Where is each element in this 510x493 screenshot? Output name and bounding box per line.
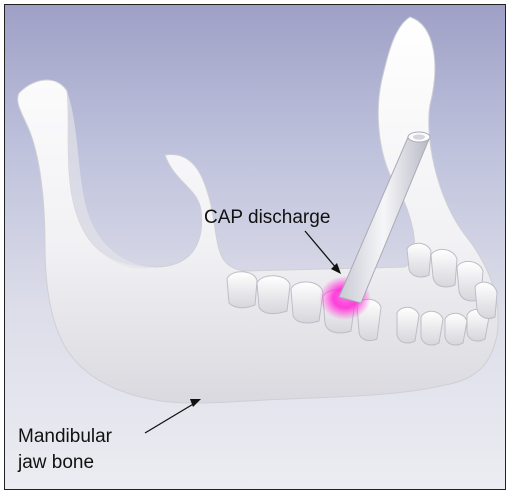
cap-discharge-arrow bbox=[305, 231, 341, 274]
mandibular-arrow bbox=[145, 399, 201, 433]
tooth bbox=[475, 282, 497, 318]
cap-discharge-label: CAP discharge bbox=[204, 205, 330, 230]
mandibular-label-line1: Mandibular bbox=[18, 424, 112, 449]
tooth bbox=[227, 272, 257, 308]
tooth bbox=[431, 249, 457, 287]
jaw-illustration bbox=[5, 5, 505, 489]
mandibular-label-line2: jaw bone bbox=[18, 450, 94, 475]
figure-frame: CAP discharge Mandibular jaw bone bbox=[4, 4, 506, 490]
tooth bbox=[407, 243, 431, 277]
tooth bbox=[421, 311, 443, 345]
tooth bbox=[291, 282, 323, 323]
tooth bbox=[445, 313, 467, 345]
tooth bbox=[397, 307, 419, 343]
tooth bbox=[257, 276, 290, 314]
